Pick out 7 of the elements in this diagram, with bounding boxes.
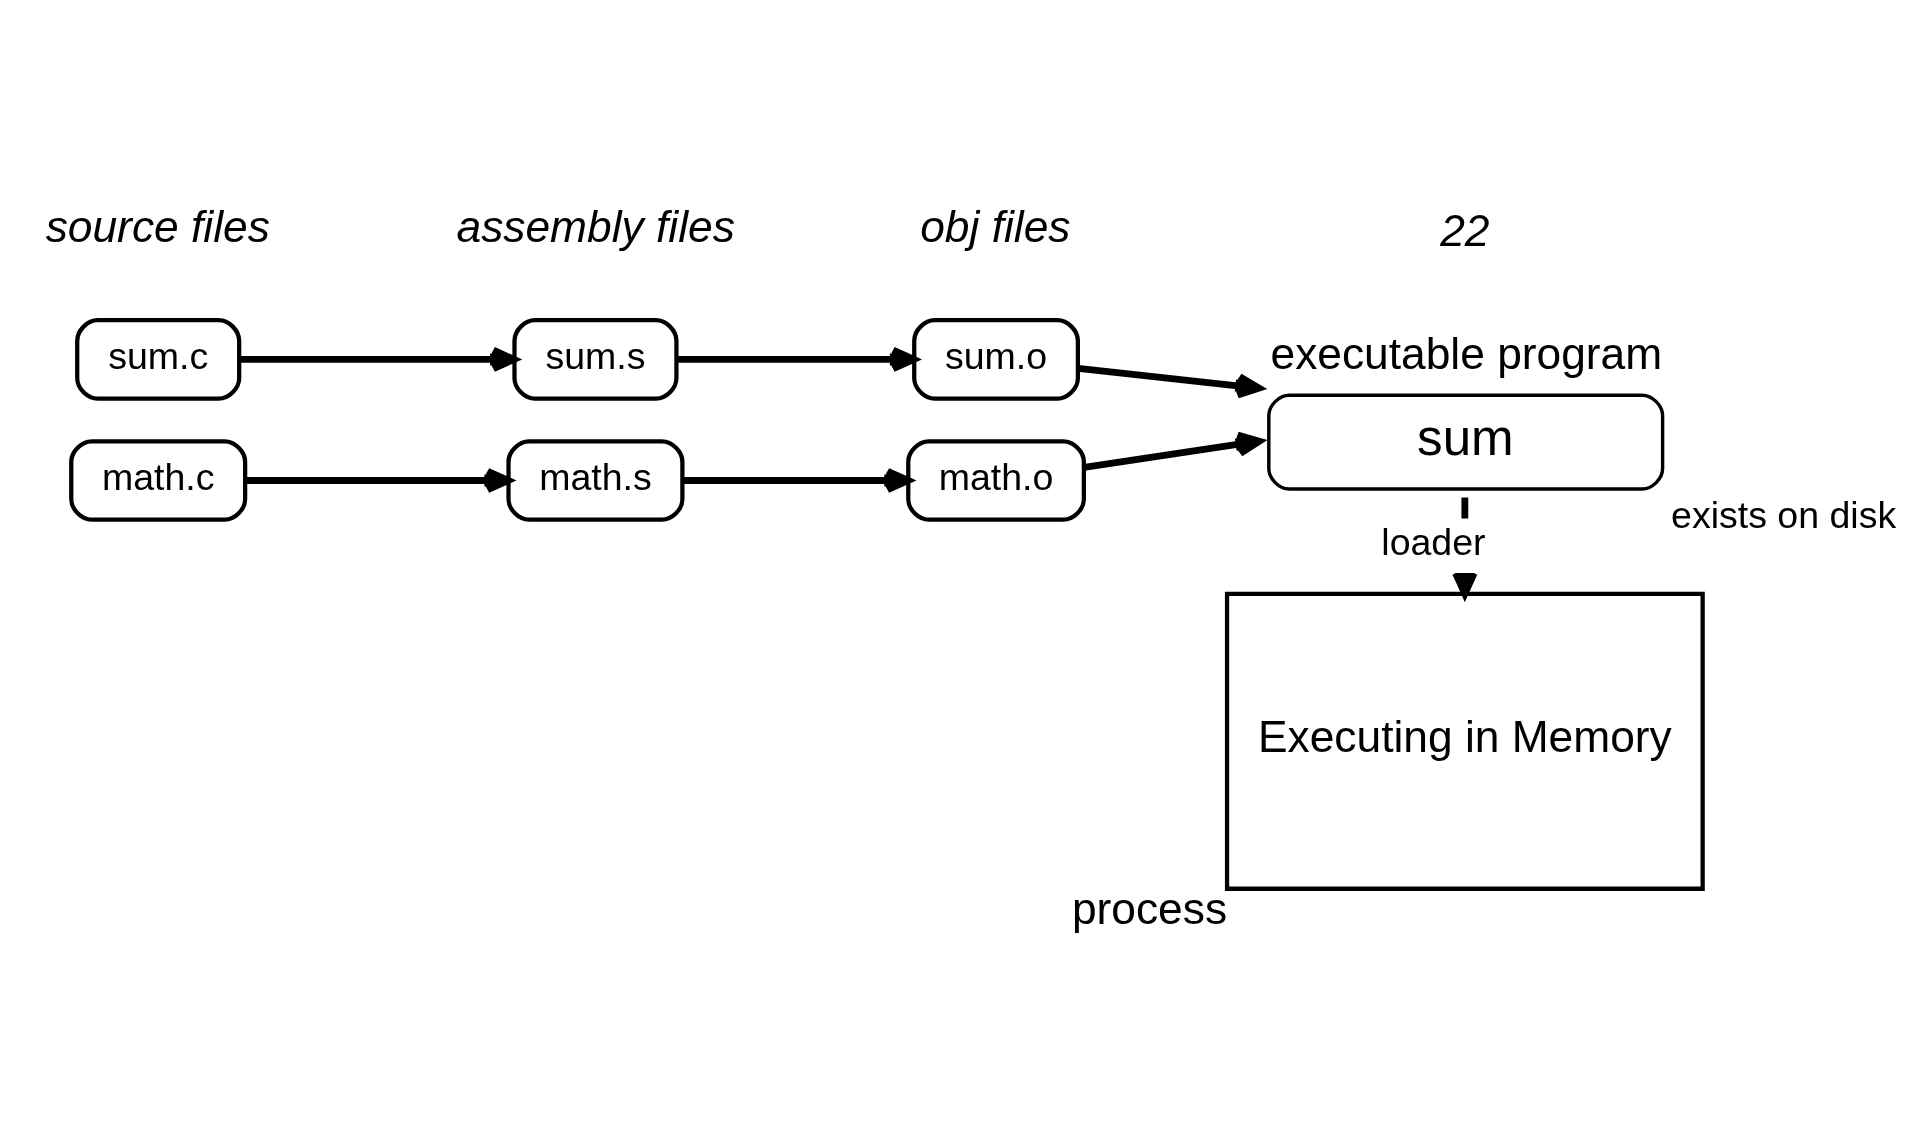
label: obj files <box>920 202 1071 252</box>
label: assembly files <box>456 202 735 252</box>
label: source files <box>45 202 270 252</box>
label: 22 <box>1440 205 1490 255</box>
node-label: executable program <box>1270 329 1663 379</box>
node-label: exists on disk <box>1671 493 1897 536</box>
edge-label: loader <box>1381 521 1486 564</box>
